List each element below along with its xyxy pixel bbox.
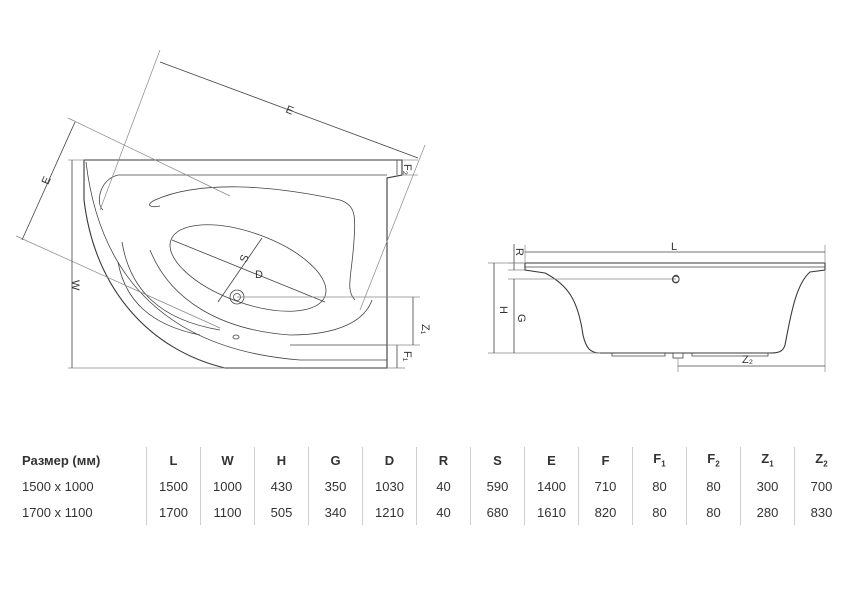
cell: 680 [470,499,525,525]
cell: 1400 [524,473,579,499]
ext-e-lower [15,235,221,329]
label-z1: Z₁ [419,324,431,335]
cell: 505 [254,499,309,525]
header-g: G [308,447,363,473]
header-f2: F2 [686,447,741,473]
cell: 40 [416,473,471,499]
cell: 1100 [200,499,255,525]
header-z2-sub: 2 [823,459,828,469]
cell: 590 [470,473,525,499]
cell: 1700 [146,499,201,525]
header-f: F [578,447,633,473]
cell: 820 [578,499,633,525]
header-d: D [362,447,417,473]
cell: 40 [416,499,471,525]
cell: 80 [686,499,741,525]
oval-bottom [169,224,327,312]
label-e-left: E [40,175,54,187]
tub-outline-side [524,262,826,354]
basin-edge [154,186,356,301]
label-d: D [255,269,263,281]
cell: 700 [794,473,848,499]
label-r: R [513,248,525,256]
seat-curve-2 [117,261,201,336]
cell: 1700 x 1100 [22,504,93,520]
cell: 710 [578,473,633,499]
header-z1-letter: Z [761,451,770,467]
cell: 80 [632,473,687,499]
cell: 300 [740,473,795,499]
inner-rim [85,161,387,361]
dim-e-top [159,61,419,159]
cell: 280 [740,499,795,525]
header-size: Размер (мм) [22,452,101,468]
header-h: H [254,447,309,473]
cell: 80 [686,473,741,499]
cell: 1500 x 1000 [22,478,94,494]
header-f1-letter: F [653,451,662,467]
cell: 830 [794,499,848,525]
table-row: 1700 x 1100 1700 1100 505 340 1210 40 68… [16,499,848,525]
ext-e-right [359,144,426,311]
label-s: S [238,253,252,264]
label-f1: F₁ [401,351,413,362]
label-g: G [515,314,527,323]
basin-bottom [149,249,373,336]
basin-edge-2 [149,199,161,208]
cell: 1210 [362,499,417,525]
foot-left [611,353,666,357]
header-z1: Z1 [740,447,795,473]
label-w: W [69,280,81,291]
dim-s-line [217,237,263,303]
header-r: R [416,447,471,473]
overflow-icon [232,334,240,340]
ext-e-left [99,49,161,211]
label-h: H [497,306,509,314]
cell: 1500 [146,473,201,499]
header-f2-sub: 2 [715,459,720,469]
header-l: L [146,447,201,473]
label-l: L [671,241,677,253]
tub-outline-top [83,159,403,369]
header-e: E [524,447,579,473]
specifications-table: Размер (мм) L W H G D R S E F F1 F2 Z1 Z… [16,447,848,525]
seat-curve [121,241,221,331]
label-o: O [669,275,681,284]
cell: 340 [308,499,363,525]
header-s: S [470,447,525,473]
label-e-top: E [284,104,295,118]
cell: 1030 [362,473,417,499]
inner-rim-2 [98,174,119,211]
ext-e-upper [67,117,231,197]
label-z2: Z₂ [742,354,753,366]
dim-d-line [171,239,326,303]
header-f2-letter: F [707,451,716,467]
label-f2: F₂ [401,164,413,175]
top-view: D S E E W F₂ Z₁ F₁ [15,49,431,369]
header-z1-sub: 1 [769,459,774,469]
header-f1-sub: 1 [661,459,666,469]
technical-drawing: D S E E W F₂ Z₁ F₁ [15,49,826,372]
dim-e-left [21,121,76,241]
header-z2-letter: Z [815,451,824,467]
side-view: L R H G O Z₂ [488,241,826,372]
cell: 430 [254,473,309,499]
table-row: 1500 x 1000 1500 1000 430 350 1030 40 59… [16,473,848,499]
header-f1: F1 [632,447,687,473]
drain-side-icon [672,352,684,359]
header-z2: Z2 [794,447,848,473]
cell: 1610 [524,499,579,525]
foot-right [691,353,769,357]
header-w: W [200,447,255,473]
cell: 1000 [200,473,255,499]
table-header-row: Размер (мм) L W H G D R S E F F1 F2 Z1 Z… [16,447,848,473]
cell: 350 [308,473,363,499]
cell: 80 [632,499,687,525]
